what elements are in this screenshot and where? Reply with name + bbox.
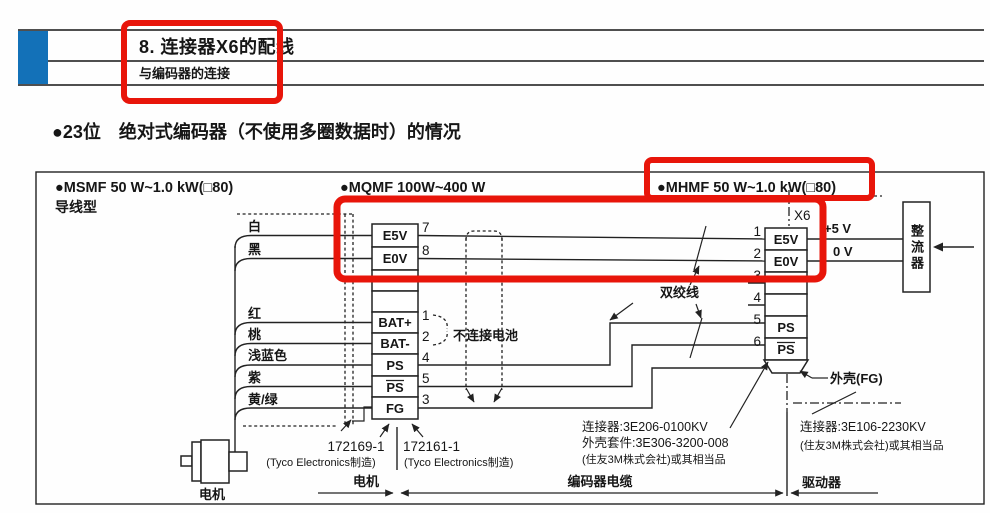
regulator-arrow [933,242,943,252]
motor-conn-batp: BAT+ [378,315,412,330]
encoder-note-leader [729,361,769,429]
cable-shield-dashed [465,230,503,403]
motor-icon [180,439,248,484]
model-mqmf: ●MQMF 100W~400 W [340,180,486,196]
drive-connector-shell [762,359,810,374]
drive-connector: E5V E0V PS PS 1 2 3 4 5 6 [748,224,810,374]
span-drive: 驱动器 [802,475,842,490]
encoder-note-1: 连接器:3E206-0100KV [582,419,708,434]
motor-plug-maker: (Tyco Electronics制造) [266,455,375,469]
encoder-cable-wires [417,225,766,409]
motor-connector: E5V E0V BAT+ BAT- PS PS FG 7 8 1 2 4 5 3 [371,220,430,420]
section-title: ●23位 绝对式编码器（不使用多圈数据时）的情况 [52,122,461,142]
span-encoder-cable: 编码器电缆 [567,474,632,489]
regulator-label: 整流器 [909,224,924,272]
regulator-box [902,201,931,293]
plus5v-label: +5 V [824,221,851,236]
drive-pin-6: 6 [753,334,761,349]
battery-note-group: 不连接电池 [432,314,518,346]
motor-pin-2: 2 [422,329,430,344]
motor-conn-ps: PS [386,358,404,373]
red-highlight-e5v-e0v [333,195,827,283]
motor-lead-wires [234,234,372,421]
cable-plug-maker: (Tyco Electronics制造) [404,455,513,469]
motor-pin-3: 3 [422,392,430,407]
motor-pin-8: 8 [422,243,430,258]
motor-label: 电机 [199,487,225,502]
drive-pin-4: 4 [753,290,761,305]
twisted-pair-arrow-left [609,302,634,321]
motor-conn-psbar: PS [386,380,404,395]
drive-note-2: (住友3M株式会社)或其相当品 [800,438,944,452]
drive-note-leader [811,391,857,415]
drive-pin-2: 2 [753,246,761,261]
wire-label-black: 黑 [248,242,261,257]
diagram-border [35,171,985,505]
drive-conn-e0v: E0V [774,254,799,269]
dimension-spans: 电机 编码器电缆 驱动器 [318,412,878,497]
motor-plug-part: 172169-1 [327,439,384,454]
wire-label-lightblue: 浅蓝色 [248,348,287,363]
drive-conn-ps: PS [777,320,795,335]
twisted-pair-label: 双绞线 [660,285,699,300]
wire-label-yellowgreen: 黄/绿 [248,392,279,407]
twisted-pair-arrow-down [694,303,702,319]
model-msmf: ●MSMF 50 W~1.0 kW(□80) [55,180,233,196]
motor-pin-7: 7 [422,220,430,235]
encoder-note-3: (住友3M株式会社)或其相当品 [582,452,726,466]
chapter-title: 8. 连接器X6的配线 [139,37,295,57]
wire-label-white: 白 [248,219,261,234]
motor-conn-fg: FG [386,401,404,416]
lead-type-label: 导线型 [55,199,97,215]
drive-conn-e5v: E5V [774,232,799,247]
header-rule-bottom [18,84,984,86]
wire-label-red: 红 [248,306,261,321]
motor-pin-5: 5 [422,371,430,386]
model-mhmf: ●MHMF 50 W~1.0 kW(□80) [657,180,836,196]
motor-pin-1: 1 [422,308,430,323]
drive-conn-psbar: PS [777,342,795,357]
shell-fg-label: 外壳(FG) [829,371,883,386]
motor-conn-e5v: E5V [383,228,408,243]
wire-label-purple: 紫 [248,370,261,385]
zerov-label: 0 V [833,244,853,259]
encoder-note-2: 外壳套件:3E306-3200-008 [582,435,729,450]
chapter-subtitle: 与编码器的连接 [139,66,231,81]
battery-note: 不连接电池 [453,328,518,343]
shell-fg-arrow [799,370,813,379]
connector-part-notes: 172169-1 172161-1 (Tyco Electronics制造) (… [266,361,944,470]
twist-mark-top [693,225,707,271]
chapter-blue-marker [18,31,48,84]
twist-mark-bottom [689,317,703,359]
motor-conn-e0v: E0V [383,251,408,266]
x6-label: X6 [794,208,811,223]
header-rule-top [18,29,984,31]
drive-pin-5: 5 [753,312,761,327]
header-rule-middle [48,60,984,62]
drive-note-1: 连接器:3E106-2230KV [800,419,926,434]
drive-pin-1: 1 [753,224,761,239]
wire-label-pink: 桃 [248,327,261,342]
span-motor: 电机 [353,474,379,489]
power-lines: +5 V 0 V [807,201,974,293]
red-highlight-header [121,20,283,104]
cable-plug-part: 172161-1 [403,439,460,454]
motor-conn-batm: BAT- [380,336,409,351]
motor-pin-4: 4 [422,350,430,365]
